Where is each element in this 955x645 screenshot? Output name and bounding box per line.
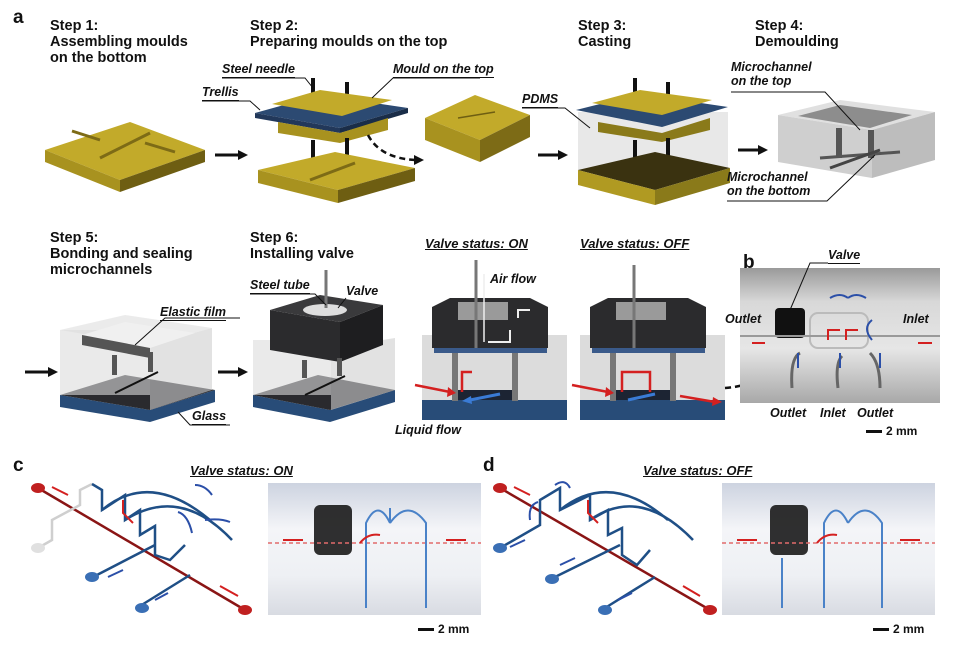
pdms-label: PDMS bbox=[522, 92, 559, 108]
step-6-desc: Installing valve bbox=[250, 246, 354, 262]
channel-network-on bbox=[31, 482, 252, 615]
step-3-title: Step 3: bbox=[578, 18, 627, 34]
valve-on-cross-section bbox=[414, 260, 567, 420]
steel-needle-label: Steel needle bbox=[222, 62, 295, 78]
panel-c-status-title: Valve status: ON bbox=[190, 463, 293, 478]
blue-port bbox=[493, 543, 507, 553]
step-1-title: Step 1: bbox=[50, 18, 99, 34]
inlet-right-label: Inlet bbox=[903, 312, 929, 326]
inactive-port bbox=[31, 543, 45, 553]
photo-overlay-on bbox=[268, 505, 481, 608]
dashed-arrow bbox=[366, 134, 416, 162]
photo-valve-on bbox=[268, 483, 481, 615]
panel-letter-a: a bbox=[13, 7, 24, 28]
scale-bar-b: 2 mm bbox=[866, 424, 917, 438]
blue-port bbox=[85, 572, 99, 582]
panel-d-status-title: Valve status: OFF bbox=[643, 463, 753, 478]
process-arrow bbox=[25, 367, 58, 377]
elastic-film-label: Elastic film bbox=[160, 305, 226, 321]
step-2-desc: Preparing moulds on the top bbox=[250, 34, 448, 50]
flow-arrows-off bbox=[509, 481, 701, 601]
glass-label: Glass bbox=[192, 409, 227, 425]
flow-arrows-on bbox=[51, 484, 239, 601]
steel-tube-label: Steel tube bbox=[250, 278, 310, 294]
panel-letter-b: b bbox=[743, 252, 755, 273]
outlet-bottom-1-label: Outlet bbox=[770, 406, 807, 420]
step-3-desc: Casting bbox=[578, 34, 632, 50]
valve-off-cross-section bbox=[571, 265, 725, 420]
valve-label: Valve bbox=[346, 284, 379, 298]
step-4-desc: Demoulding bbox=[755, 34, 839, 50]
panel-letter-c: c bbox=[13, 455, 24, 476]
valve-block bbox=[775, 308, 805, 338]
microchannel-top-label: Microchannel on the top bbox=[731, 60, 812, 88]
inactive-channel bbox=[37, 482, 93, 550]
valve-block bbox=[770, 505, 808, 555]
valve-installed-step6 bbox=[253, 270, 395, 422]
step-6-title: Step 6: bbox=[250, 230, 299, 246]
red-main-channel bbox=[499, 486, 711, 612]
scale-bar-label: 2 mm bbox=[893, 622, 925, 636]
device-photo bbox=[740, 268, 940, 403]
photo-overlay-off bbox=[722, 505, 935, 608]
red-port bbox=[703, 605, 717, 615]
process-arrow bbox=[538, 150, 568, 160]
bottom-mould-step1 bbox=[45, 122, 205, 192]
dashed-arrow-head bbox=[414, 155, 424, 165]
scale-bar-line bbox=[418, 627, 434, 631]
microchannel-bottom-label: Microchannel on the bottom bbox=[727, 170, 811, 198]
panel-letter-d: d bbox=[483, 455, 495, 476]
outlet-left-label: Outlet bbox=[725, 312, 762, 326]
photo-valve-label: Valve bbox=[828, 248, 861, 264]
blue-port bbox=[598, 605, 612, 615]
scale-bar-line bbox=[866, 429, 882, 433]
trellis-label: Trellis bbox=[202, 85, 239, 101]
top-mould-assembly-step2 bbox=[255, 78, 415, 203]
bonded-chip-step5 bbox=[60, 315, 215, 422]
scale-bar-c: 2 mm bbox=[418, 622, 469, 636]
red-port bbox=[31, 483, 45, 493]
inlet-bottom-label: Inlet bbox=[820, 406, 846, 420]
demoulded-pdms-block bbox=[778, 100, 935, 178]
scale-bar-d: 2 mm bbox=[873, 622, 924, 636]
photo-valve-off bbox=[722, 483, 935, 615]
scale-bar-label: 2 mm bbox=[886, 424, 918, 438]
step-2-title: Step 2: bbox=[250, 18, 299, 34]
air-flow-label: Air flow bbox=[490, 272, 536, 286]
blue-port bbox=[135, 603, 149, 613]
channel-network-off bbox=[493, 483, 717, 615]
scale-bar-line bbox=[873, 627, 889, 631]
process-arrow bbox=[215, 150, 248, 160]
process-arrow bbox=[738, 145, 768, 155]
step-1-desc: Assembling moulds on the bottom bbox=[50, 34, 188, 66]
red-port bbox=[238, 605, 252, 615]
casting-assembly-step3 bbox=[576, 78, 730, 205]
mould-on-top-label: Mould on the top bbox=[393, 62, 494, 78]
device-photo-overlay bbox=[740, 294, 940, 389]
liquid-flow-label: Liquid flow bbox=[395, 423, 461, 437]
red-port bbox=[493, 483, 507, 493]
process-arrow bbox=[218, 367, 248, 377]
step-4-title: Step 4: bbox=[755, 18, 804, 34]
valve-block bbox=[314, 505, 352, 555]
blue-port bbox=[545, 574, 559, 584]
outlet-bottom-2-label: Outlet bbox=[857, 406, 894, 420]
scale-bar-label: 2 mm bbox=[438, 622, 470, 636]
valve-status-off-title: Valve status: OFF bbox=[580, 236, 690, 251]
step-5-desc: Bonding and sealing microchannels bbox=[50, 246, 193, 278]
mould-on-top-detail bbox=[425, 95, 530, 162]
valve-status-on-title: Valve status: ON bbox=[425, 236, 528, 251]
step-5-title: Step 5: bbox=[50, 230, 99, 246]
